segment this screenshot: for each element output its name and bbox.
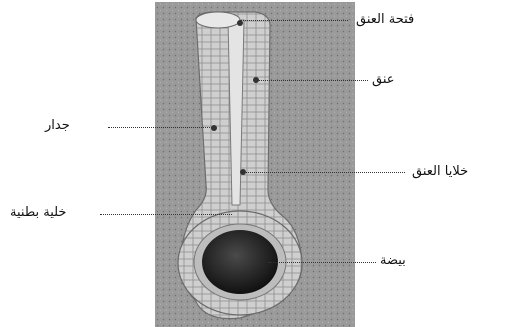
label-neck-opening: فتحة العنق [356,12,414,27]
neck-cell [211,125,217,131]
label-egg: بيضة [380,253,406,268]
neck-opening [196,12,240,28]
label-wall: جدار [45,118,70,133]
leader-egg [268,262,376,263]
label-ventral-cell: خلية بطنية [10,205,66,220]
leader-ventral-cell [100,214,232,215]
leader-wall [108,127,214,128]
label-neck: عنق [372,72,395,87]
leader-neck-cells [243,172,405,173]
egg-cell [202,230,278,294]
leader-neck-opening [240,20,348,21]
label-neck-cells: خلايا العنق [412,164,468,179]
leader-neck [256,80,368,81]
